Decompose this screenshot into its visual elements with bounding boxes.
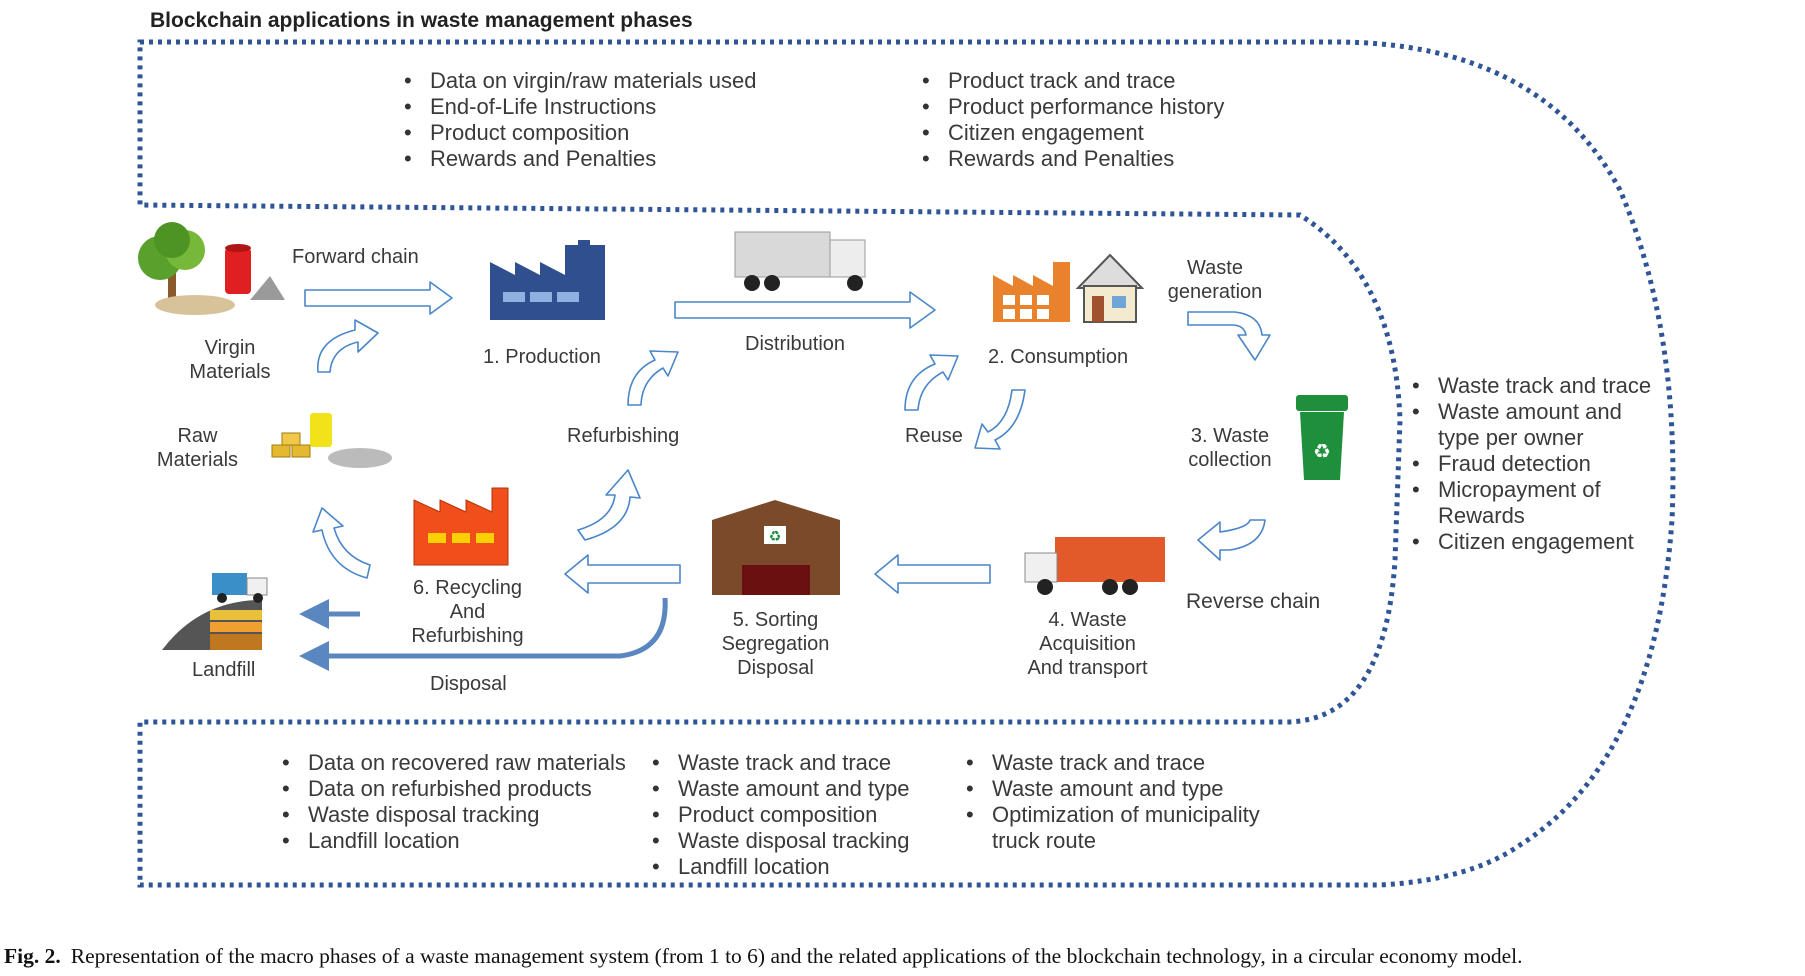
refurbishing-up-arrow — [627, 350, 679, 406]
house-icon — [1075, 253, 1145, 323]
bottom-left-list: Data on recovered raw materials Data on … — [278, 750, 626, 854]
list-item: Product track and trace — [918, 68, 1224, 94]
list-item: Data on recovered raw materials — [278, 750, 626, 776]
list-item: End-of-Life Instructions — [400, 94, 756, 120]
list-item: Waste track and trace — [962, 750, 1262, 776]
delivery-truck-icon — [734, 231, 866, 291]
oil-barrel-icon — [225, 244, 285, 300]
list-item: Data on refurbished products — [278, 776, 626, 802]
reverse-chain-label: Reverse chain — [1186, 590, 1321, 613]
list-item: Landfill location — [648, 854, 910, 880]
consumption-label: 2. Consumption — [988, 346, 1129, 368]
list-item: Citizen engagement — [1408, 529, 1668, 555]
landfill-label: Landfill — [192, 659, 256, 681]
refurbishing-lower-arrow — [577, 469, 641, 541]
recycling-factory-icon — [413, 487, 509, 566]
svg-text:♻: ♻ — [769, 529, 782, 545]
virgin-materials-label: Virgin Materials — [189, 337, 271, 383]
forward-chain-label: Forward chain — [292, 246, 419, 268]
right-side-list: Waste track and trace Waste amount and t… — [1408, 373, 1668, 555]
acquisition-label: 4. Waste Acquisition And transport — [1027, 609, 1148, 679]
production-label: 1. Production — [483, 346, 601, 368]
reuse-down-arrow — [974, 389, 1026, 450]
waste-generation-arrow — [1187, 311, 1271, 361]
recycling-label: 6. Recycling And Refurbishing — [411, 577, 524, 647]
list-item: Rewards and Penalties — [400, 146, 756, 172]
diagram-title: Blockchain applications in waste managem… — [150, 9, 693, 32]
figure-caption: Fig. 2. Representation of the macro phase… — [4, 944, 1523, 969]
list-item: Waste disposal tracking — [278, 802, 626, 828]
garbage-truck-icon — [1024, 537, 1165, 595]
bottom-middle-list: Waste track and trace Waste amount and t… — [648, 750, 910, 880]
list-item: Waste track and trace — [1408, 373, 1668, 399]
distribution-arrow — [674, 291, 936, 329]
recycle-bin-icon: ♻ — [1296, 395, 1348, 480]
list-item: Waste disposal tracking — [648, 828, 910, 854]
consumer-factory-icon — [993, 262, 1070, 322]
svg-text:♻: ♻ — [1313, 439, 1331, 463]
list-item: Landfill location — [278, 828, 626, 854]
figure-caption-text: Representation of the macro phases of a … — [70, 944, 1523, 968]
list-item: Waste amount and type — [962, 776, 1262, 802]
list-item: Product performance history — [918, 94, 1224, 120]
forward-chain-arrow — [304, 281, 453, 315]
list-item: Product composition — [400, 120, 756, 146]
reuse-up-arrow — [904, 354, 959, 411]
figure-label: Fig. 2. — [4, 944, 61, 968]
list-item: Data on virgin/raw materials used — [400, 68, 756, 94]
tree-icon — [138, 222, 235, 315]
factory-icon — [490, 240, 605, 320]
list-item: Citizen engagement — [918, 120, 1224, 146]
disposal-label: Disposal — [430, 673, 507, 695]
list-item: Fraud detection — [1408, 451, 1668, 477]
raw-materials-label: Raw Materials — [156, 425, 239, 471]
raw-materials-up-arrow — [312, 507, 371, 579]
gold-bars-icon — [271, 413, 392, 468]
virgin-up-arrow — [317, 319, 379, 373]
warehouse-icon: ♻ — [712, 500, 840, 595]
list-item: Rewards and Penalties — [918, 146, 1224, 172]
list-item: Micropayment of Rewards — [1408, 477, 1668, 529]
list-item: Waste amount and type per owner — [1408, 399, 1668, 451]
blockchain-dotted-border — [137, 39, 1676, 888]
list-item: Waste amount and type — [648, 776, 910, 802]
waste-collection-label: 3. Waste collection — [1188, 425, 1272, 471]
refurbishing-label: Refurbishing — [567, 425, 680, 447]
sorting-to-recycling-arrow — [564, 554, 681, 594]
sorting-label: 5. Sorting Segregation Disposal — [721, 609, 830, 679]
list-item: Optimization of municipality truck route — [962, 802, 1262, 854]
disposal-long-arrow — [299, 597, 668, 671]
landfill-icon — [162, 573, 268, 650]
waste-generation-label: Waste generation — [1167, 257, 1263, 303]
flow-arrows — [304, 281, 1271, 594]
list-item: Waste track and trace — [648, 750, 910, 776]
acquisition-to-sorting-arrow — [874, 554, 991, 594]
distribution-label: Distribution — [745, 333, 846, 355]
reuse-label: Reuse — [905, 425, 963, 447]
top-right-list: Product track and trace Product performa… — [918, 68, 1224, 172]
list-item: Product composition — [648, 802, 910, 828]
disposal-arrows — [299, 597, 668, 671]
top-left-list: Data on virgin/raw materials used End-of… — [400, 68, 756, 172]
reverse-chain-arrow — [1197, 519, 1266, 561]
bottom-right-list: Waste track and trace Waste amount and t… — [962, 750, 1262, 854]
